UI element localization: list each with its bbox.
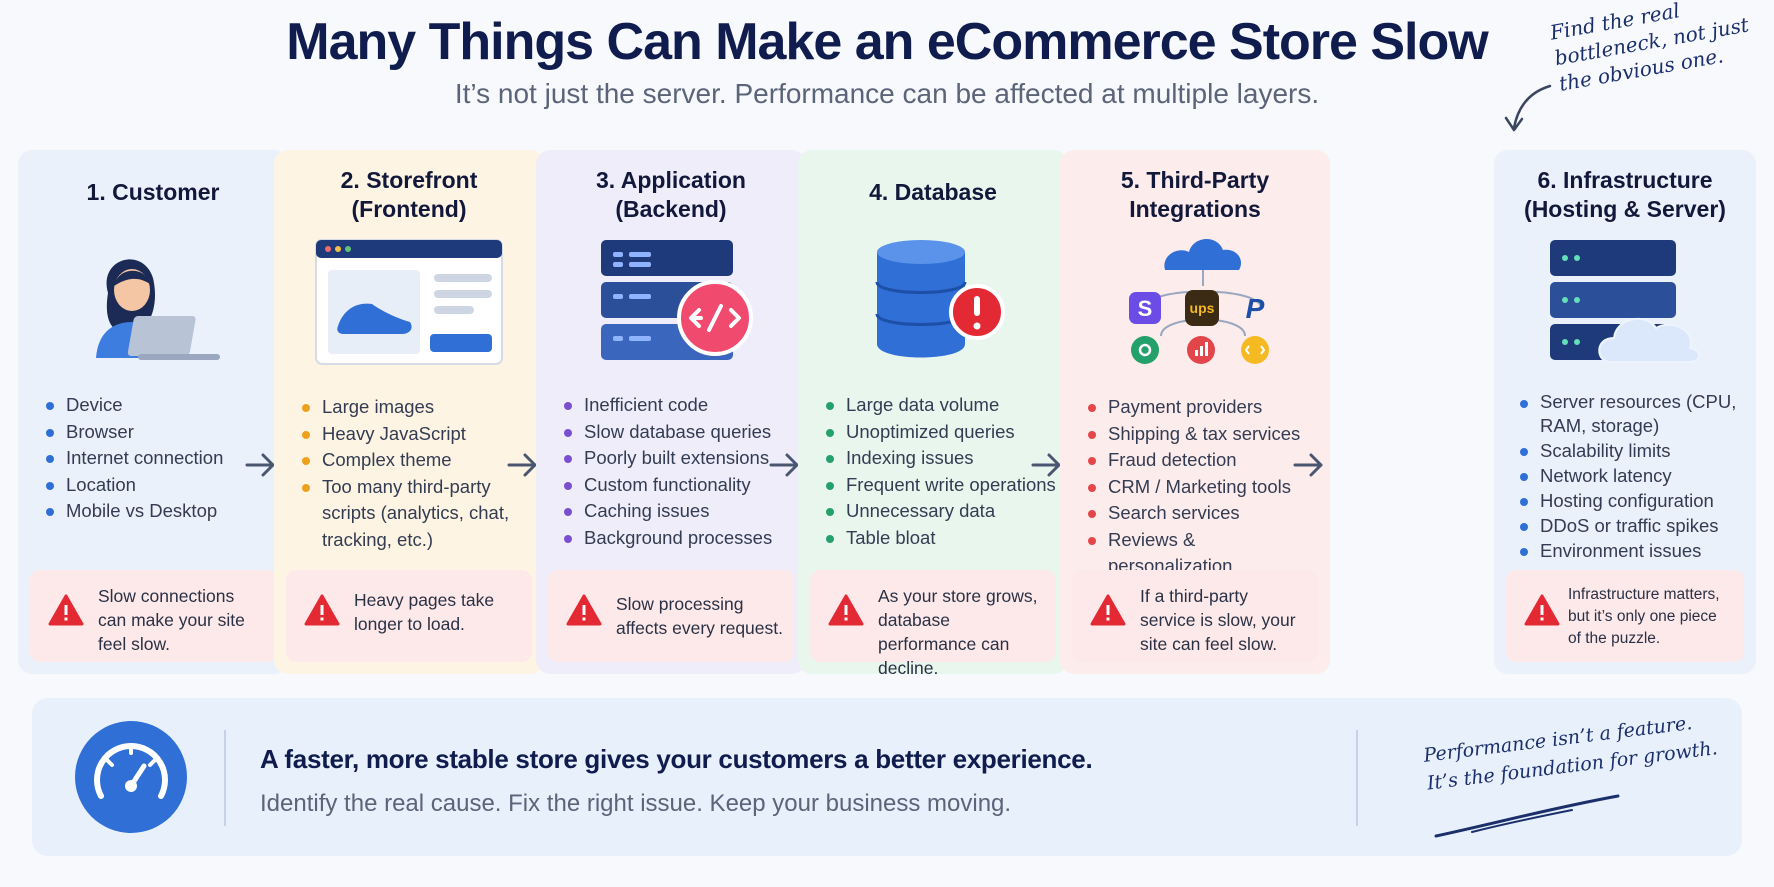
bullet-list: Inefficient code Slow database queries P… xyxy=(562,392,798,551)
list-item: Network latency xyxy=(1518,463,1748,488)
warning-text: As your store grows, database performanc… xyxy=(878,586,1038,678)
warning-callout: Slow connections can make your site feel… xyxy=(30,570,276,662)
warning-text: Heavy pages take longer to load. xyxy=(354,590,495,634)
card-title: 5. Third-Party Integrations xyxy=(1120,167,1270,222)
banner-subline: Identify the real cause. Fix the right i… xyxy=(260,790,1012,817)
ups-badge-text: ups xyxy=(1190,300,1215,316)
cloud-integrations-icon: S ups P xyxy=(1060,238,1330,388)
list-item: Slow database queries xyxy=(562,419,798,446)
warning-text: Slow processing affects every request. xyxy=(616,594,783,638)
list-item: Search services xyxy=(1086,500,1322,527)
database-alert-icon xyxy=(798,238,1068,388)
list-item: DDoS or traffic spikes xyxy=(1518,513,1748,538)
warning-triangle-icon xyxy=(828,594,864,626)
browser-window-shoe-icon xyxy=(274,238,544,388)
list-item: Payment providers xyxy=(1086,394,1322,421)
list-item: Too many third-party scripts (analytics,… xyxy=(300,474,536,554)
divider xyxy=(224,730,226,826)
list-item: Fraud detection xyxy=(1086,447,1322,474)
list-item: Mobile vs Desktop xyxy=(44,498,280,525)
list-item: Caching issues xyxy=(562,498,798,525)
list-item: Scalability limits xyxy=(1518,438,1748,463)
card-database: 4. Database Large data volume Unoptimize… xyxy=(798,150,1068,678)
warning-triangle-icon xyxy=(1524,594,1560,626)
stripe-badge-letter: S xyxy=(1138,296,1153,321)
warning-triangle-icon xyxy=(566,594,602,626)
warning-callout: Infrastructure matters, but it’s only on… xyxy=(1506,570,1744,662)
bullet-list: Server resources (CPU, RAM, storage) Sca… xyxy=(1518,390,1748,563)
underline-stroke xyxy=(1434,794,1620,838)
list-item: Hosting configuration xyxy=(1518,488,1748,513)
list-item: Device xyxy=(44,392,280,419)
list-item: Shipping & tax services xyxy=(1086,421,1322,448)
bullet-list: Large data volume Unoptimized queries In… xyxy=(824,392,1060,551)
card-application: 3. Application (Backend) Inefficient cod… xyxy=(536,150,806,674)
card-title: 4. Database xyxy=(869,179,997,205)
page-title: Many Things Can Make an eCommerce Store … xyxy=(286,13,1488,71)
warning-callout: As your store grows, database performanc… xyxy=(810,570,1056,678)
list-item: Large images xyxy=(300,394,536,421)
card-title: 3. Application (Backend) xyxy=(596,167,746,222)
card-title: 6. Infrastructure (Hosting & Server) xyxy=(1524,167,1726,222)
bullet-list: Large images Heavy JavaScript Complex th… xyxy=(300,394,536,553)
list-item: Heavy JavaScript xyxy=(300,421,536,448)
list-item: Unoptimized queries xyxy=(824,419,1060,446)
list-item: Background processes xyxy=(562,525,798,552)
card-third-party: 5. Third-Party Integrations S ups P xyxy=(1060,150,1330,674)
bullet-list: Device Browser Internet connection Locat… xyxy=(44,392,280,525)
handwritten-note-bottom: Performance isn’t a feature. It’s the fo… xyxy=(1422,712,1719,795)
list-item: Frequent write operations xyxy=(824,472,1060,499)
list-item: CRM / Marketing tools xyxy=(1086,474,1322,501)
list-item: Browser xyxy=(44,419,280,446)
arrow-right-icon xyxy=(507,453,537,477)
page-subtitle: It’s not just the server. Performance ca… xyxy=(454,78,1320,109)
list-item: Unnecessary data xyxy=(824,498,1060,525)
list-item: Server resources (CPU, RAM, storage) xyxy=(1518,390,1748,438)
list-item: Table bloat xyxy=(824,525,1060,552)
list-item: Poorly built extensions xyxy=(562,445,798,472)
card-infrastructure: 6. Infrastructure (Hosting & Server) Ser… xyxy=(1494,150,1756,674)
layer-cards: 1. Customer Device Browser Internet conn… xyxy=(18,150,1758,678)
divider xyxy=(1356,730,1358,826)
list-item: Complex theme xyxy=(300,447,536,474)
bottom-banner: A faster, more stable store gives your c… xyxy=(32,698,1742,856)
list-item: Indexing issues xyxy=(824,445,1060,472)
list-item: Large data volume xyxy=(824,392,1060,419)
card-title: 2. Storefront (Frontend) xyxy=(340,167,478,222)
warning-callout: Heavy pages take longer to load. xyxy=(286,570,532,662)
warning-text: Slow connections can make your site feel… xyxy=(98,586,245,654)
warning-triangle-icon xyxy=(1090,594,1126,626)
curved-arrow-icon xyxy=(1504,84,1552,132)
list-item: Internet connection xyxy=(44,445,280,472)
list-item: Custom functionality xyxy=(562,472,798,499)
list-item: Environment issues xyxy=(1518,538,1748,563)
woman-at-laptop-icon xyxy=(18,238,288,388)
banner-headline: A faster, more stable store gives your c… xyxy=(260,744,1093,774)
arrow-right-icon xyxy=(1293,453,1323,477)
warning-callout: Slow processing affects every request. xyxy=(548,570,794,662)
paypal-badge-letter: P xyxy=(1246,293,1265,324)
card-title: 1. Customer xyxy=(86,179,220,205)
server-cloud-icon xyxy=(1494,238,1756,388)
card-storefront: 2. Storefront (Frontend) Large images He… xyxy=(274,150,544,674)
speedometer-icon xyxy=(75,721,187,833)
arrow-right-icon xyxy=(245,453,275,477)
warning-text: Infrastructure matters, but it’s only on… xyxy=(1568,586,1720,647)
card-customer: 1. Customer Device Browser Internet conn… xyxy=(18,150,288,674)
arrow-right-icon xyxy=(769,453,799,477)
warning-text: If a third-party service is slow, your s… xyxy=(1140,586,1296,654)
warning-triangle-icon xyxy=(304,594,340,626)
arrow-right-icon xyxy=(1031,453,1061,477)
server-code-icon xyxy=(536,238,806,388)
list-item: Inefficient code xyxy=(562,392,798,419)
list-item: Location xyxy=(44,472,280,499)
warning-triangle-icon xyxy=(48,594,84,626)
bullet-list: Payment providers Shipping & tax service… xyxy=(1086,394,1322,580)
warning-callout: If a third-party service is slow, your s… xyxy=(1072,570,1318,662)
